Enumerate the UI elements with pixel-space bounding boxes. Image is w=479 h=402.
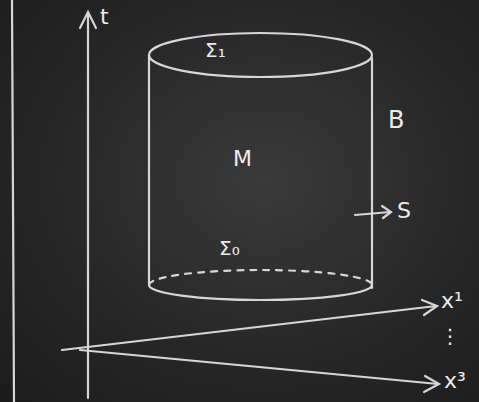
surface-label: Σ₁	[205, 40, 226, 60]
axis-label: x¹	[441, 290, 463, 312]
boundary-label: B	[388, 108, 404, 132]
cylinder-outline	[147, 30, 374, 302]
surface-label: Σ₀	[219, 238, 240, 258]
cylinder-region: Σ₁ M Σ₀	[147, 30, 374, 302]
normal-label: S	[397, 200, 411, 222]
axis-label: t	[100, 6, 109, 28]
ellipsis-dots: ⋮	[440, 326, 460, 346]
axis-label: x³	[444, 370, 466, 392]
region-label: M	[233, 148, 252, 170]
